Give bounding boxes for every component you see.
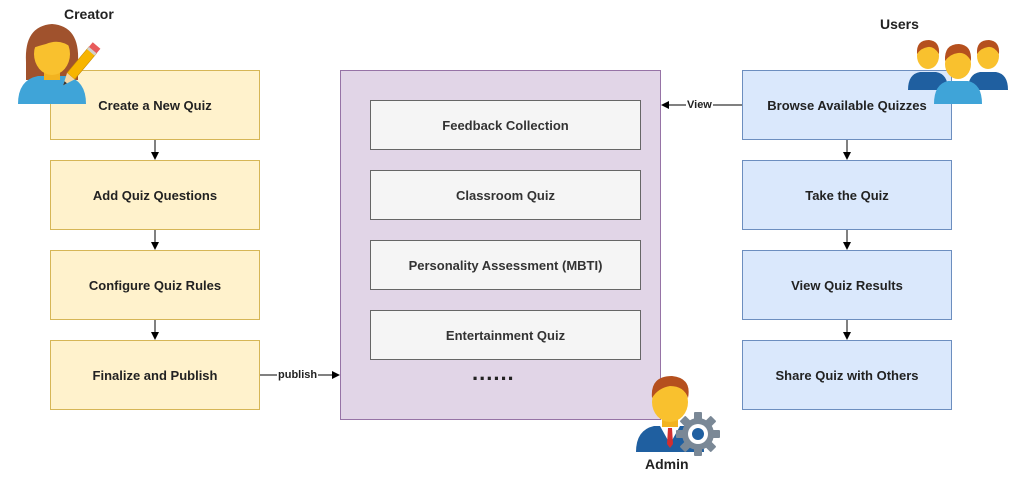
- admin-person-gear-icon: [636, 376, 720, 456]
- admin-label: Admin: [645, 456, 689, 472]
- step-label: Add Quiz Questions: [92, 187, 218, 203]
- step-label: Finalize and Publish: [92, 367, 218, 383]
- step-share-quiz-with-others: Share Quiz with Others: [742, 340, 952, 410]
- step-configure-quiz-rules: Configure Quiz Rules: [50, 250, 260, 320]
- quiz-label: Feedback Collection: [442, 117, 569, 133]
- creator-label: Creator: [64, 6, 114, 22]
- edge-label-publish: publish: [277, 369, 319, 381]
- step-label: Create a New Quiz: [98, 97, 212, 113]
- step-create-new-quiz: Create a New Quiz: [50, 70, 260, 140]
- quiz-classroom: Classroom Quiz: [370, 170, 641, 220]
- step-label: View Quiz Results: [791, 277, 903, 293]
- edge-label-view: View: [686, 99, 713, 111]
- step-label: Take the Quiz: [805, 187, 889, 203]
- step-view-quiz-results: View Quiz Results: [742, 250, 952, 320]
- quiz-entertainment: Entertainment Quiz: [370, 310, 641, 360]
- quiz-label: Personality Assessment (MBTI): [408, 257, 603, 273]
- step-label: Share Quiz with Others: [775, 367, 919, 383]
- creator-person-pencil-icon: [18, 24, 101, 104]
- step-finalize-and-publish: Finalize and Publish: [50, 340, 260, 410]
- quiz-personality-assessment: Personality Assessment (MBTI): [370, 240, 641, 290]
- step-add-quiz-questions: Add Quiz Questions: [50, 160, 260, 230]
- more-quizzes-ellipsis: ......: [472, 360, 515, 385]
- quiz-label: Classroom Quiz: [456, 187, 555, 203]
- users-label: Users: [880, 16, 919, 32]
- step-take-the-quiz: Take the Quiz: [742, 160, 952, 230]
- step-label: Configure Quiz Rules: [88, 277, 222, 293]
- quiz-feedback-collection: Feedback Collection: [370, 100, 641, 150]
- step-label: Browse Available Quizzes: [767, 97, 927, 113]
- users-group-icon: [908, 40, 1008, 104]
- quiz-label: Entertainment Quiz: [445, 327, 566, 343]
